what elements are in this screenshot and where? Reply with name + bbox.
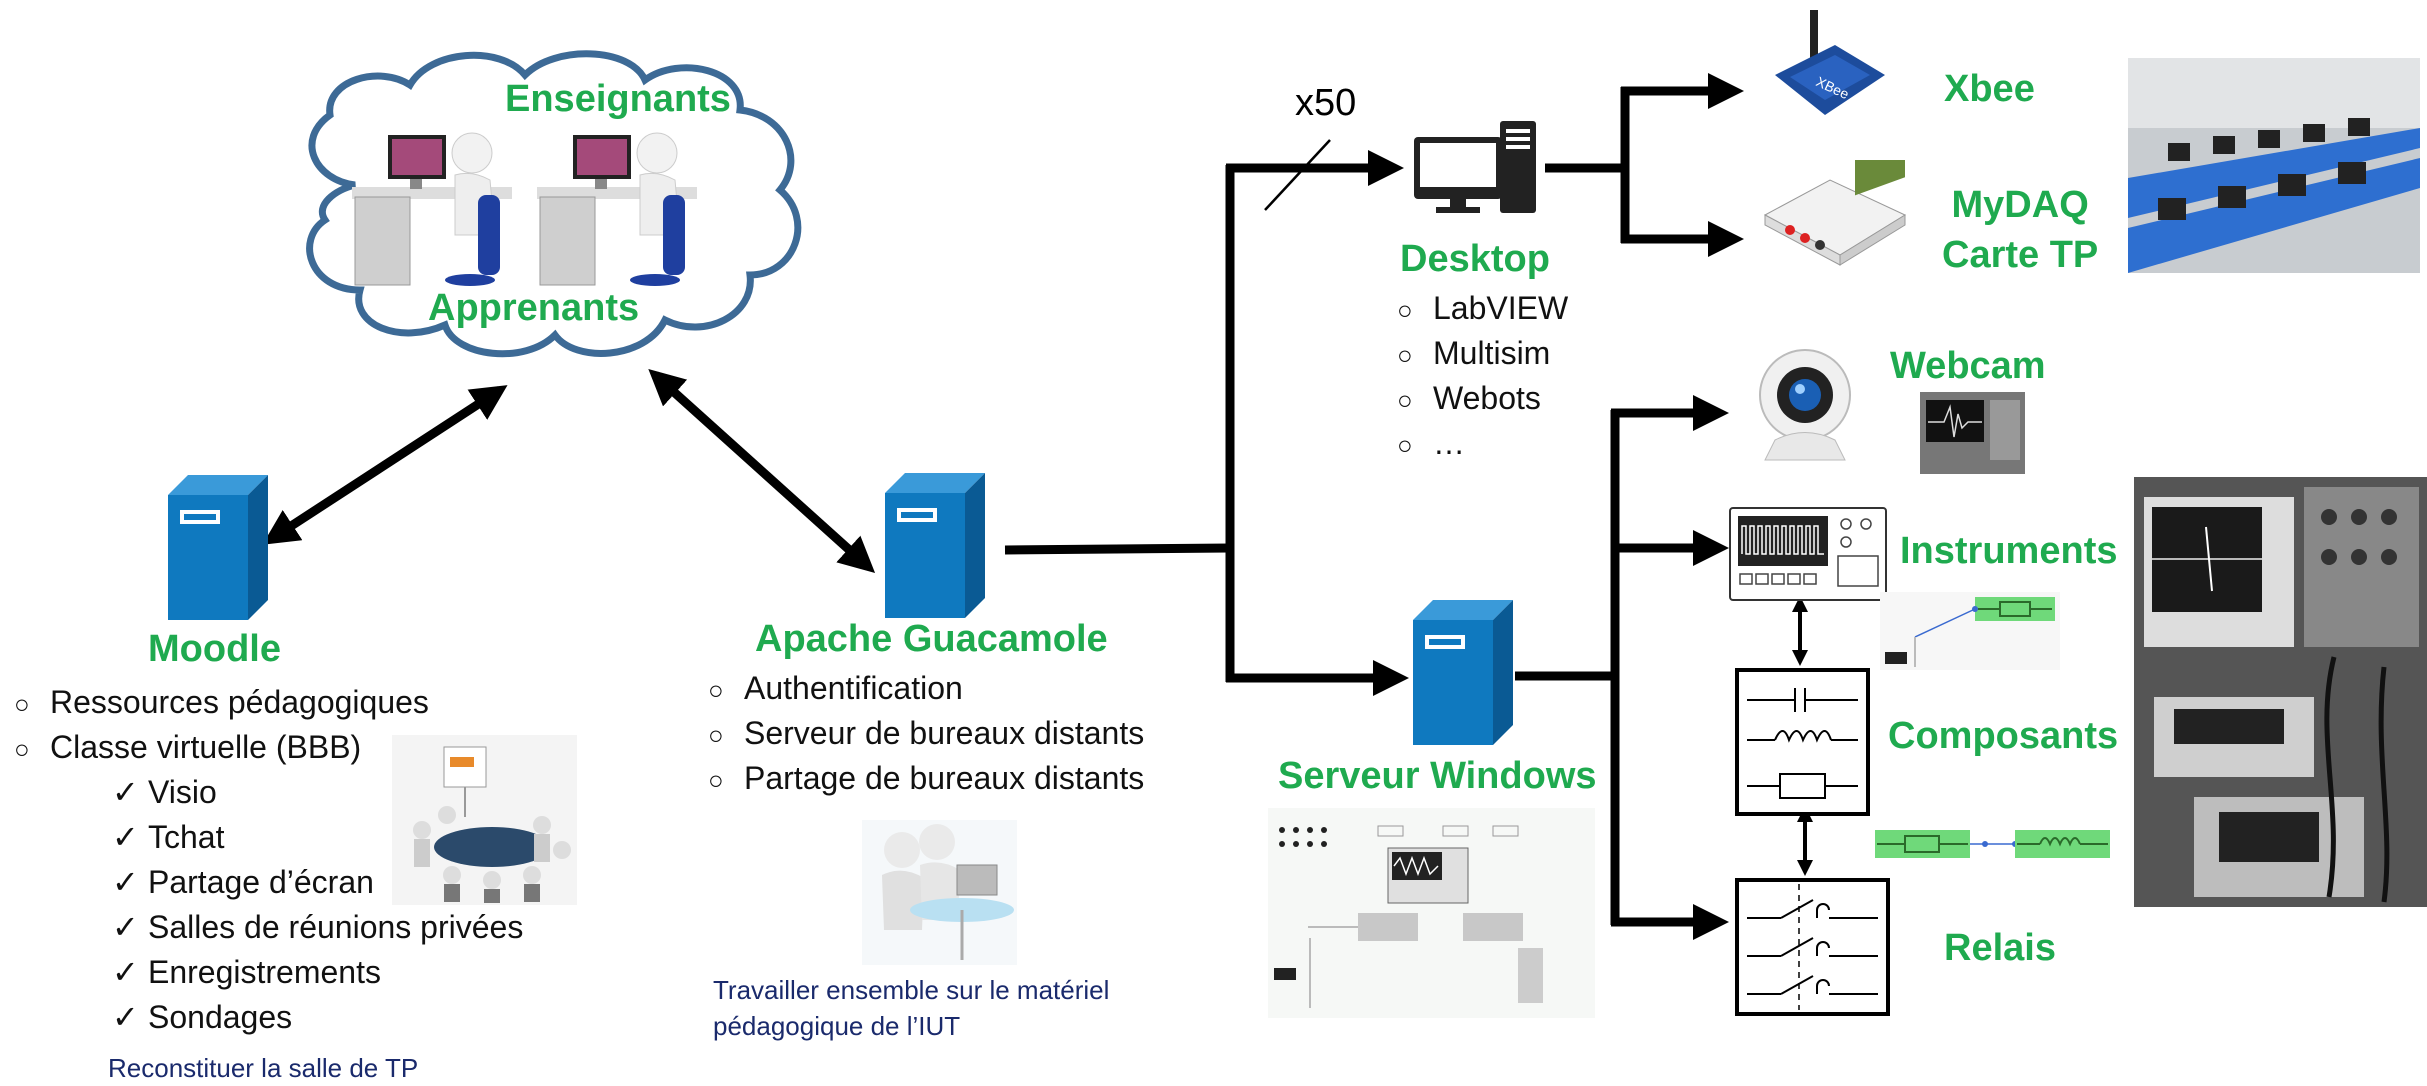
webcam-icon (1759, 349, 1851, 461)
xbee-module-image: XBee (1775, 10, 1885, 115)
composants-label: Composants (1888, 715, 2119, 757)
instrument-wiring-illustration (1880, 592, 2060, 670)
moodle-note: Reconstituer la salle de TP (108, 1053, 419, 1083)
moodle-virtual-class-list: ✓Visio ✓Tchat ✓Partage d’écran ✓Salles d… (112, 770, 523, 1040)
guacamole-note: Travailler ensemble sur le matériel péda… (713, 975, 1110, 1041)
desktop-multiplier: x50 (1295, 82, 1357, 124)
instrument-oscilloscope-icon (1729, 507, 1887, 601)
moodle-subitem: ✓Partage d’écran (112, 864, 374, 900)
moodle-subitem: ✓Sondages (112, 999, 293, 1035)
moodle-server-icon (168, 475, 268, 620)
composants-schematic-icon (1735, 668, 1870, 816)
desktop-item: ○Webots (1397, 380, 1541, 416)
cloud-label-apprenants: Apprenants (428, 287, 640, 329)
virtual-meeting-illustration (392, 735, 577, 905)
desktop-title: Desktop (1400, 238, 1550, 280)
guacamole-server-icon (885, 473, 985, 618)
moodle-item: ○Classe virtuelle (BBB) (14, 729, 362, 765)
moodle-feature-list: ○Ressources pédagogiques ○Classe virtuel… (14, 680, 429, 770)
guacamole-item: ○Partage de bureaux distants (708, 760, 1145, 796)
moodle-subitem: ✓Visio (112, 774, 217, 810)
multisim-schematic-illustration (1268, 808, 1595, 1018)
moodle-subitem: ✓Tchat (112, 819, 225, 855)
desktop-software-list: ○LabVIEW ○Multisim ○Webots ○… (1397, 286, 1568, 466)
moodle-title: Moodle (148, 628, 281, 670)
desktop-item: ○Multisim (1397, 335, 1551, 371)
collaboration-illustration (862, 820, 1017, 965)
guacamole-item: ○Serveur de bureaux distants (708, 715, 1145, 751)
components-strip-illustration (1875, 830, 2110, 858)
relais-label: Relais (1944, 927, 2056, 969)
instruments-label: Instruments (1900, 530, 2118, 572)
mydaq-device-image (1763, 160, 1907, 266)
desktop-computer-icon (1414, 121, 1536, 213)
xbee-label: Xbee (1944, 68, 2035, 110)
oscilloscope-thumbnail (1920, 392, 2025, 474)
moodle-subitem: ✓Enregistrements (112, 954, 381, 990)
webcam-label: Webcam (1890, 345, 2046, 387)
moodle-subitem: ✓Salles de réunions privées (112, 909, 524, 945)
students-at-desks-illustration (352, 132, 697, 286)
desktop-item: ○… (1397, 425, 1465, 461)
guacamole-title: Apache Guacamole (755, 618, 1108, 660)
x50-tick (1264, 139, 1331, 211)
guacamole-item: ○Authentification (708, 670, 963, 706)
lab-instruments-photo (2134, 477, 2427, 907)
guacamole-feature-list: ○Authentification ○Serveur de bureaux di… (708, 666, 1144, 801)
lab-room-photo (2128, 58, 2420, 273)
arrow-guacamole-cloud (648, 368, 876, 574)
windows-server-icon (1413, 600, 1513, 745)
desktop-item: ○LabVIEW (1397, 290, 1569, 326)
relais-switch-icon (1735, 878, 1890, 1016)
mydaq-label: MyDAQ Carte TP (1942, 184, 2099, 276)
cloud-label-enseignants: Enseignants (505, 78, 731, 120)
windows-server-title: Serveur Windows (1278, 755, 1597, 797)
arrow-moodle-cloud (262, 385, 508, 545)
line-guacamole-trunk (1004, 543, 1231, 555)
moodle-item: ○Ressources pédagogiques (14, 684, 429, 720)
